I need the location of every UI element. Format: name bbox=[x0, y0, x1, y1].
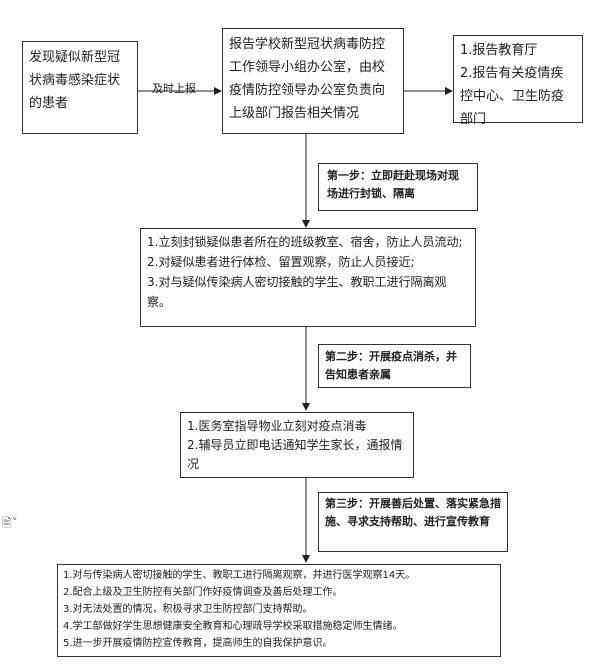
step1-action-3: 3.对与疑似传染病人密切接触的学生、教职工进行隔离观察。 bbox=[147, 275, 447, 309]
node-report-targets: 1.报告教育厅 2.报告有关疫情疾控中心、卫生防疫部门 bbox=[453, 35, 583, 127]
step3-action-3: 3.对无法处置的情况，积极寻求卫生防控部门支持帮助。 bbox=[63, 604, 313, 615]
step2-label: 第二步：开展疫点消杀，并告知患者亲属 bbox=[318, 344, 471, 388]
step1-action-1: 1.立刻封锁疑似患者所在的班级教室、宿舍，防止人员流动; bbox=[147, 235, 463, 249]
node-report-office-text: 报告学校新型冠状病毒防控工作领导小组办公室，由校疫情防控领导办公室负责向上级部门… bbox=[229, 37, 386, 121]
report-target-2: 2.报告有关疫情疾控中心、卫生防疫部门 bbox=[460, 66, 565, 127]
step2-action-2: 2.辅导员立即电话通知学生家长，通报情况 bbox=[187, 438, 403, 471]
step3-text: 第三步：开展善后处置、落实紧急措施、寻求支持帮助、进行宣传教育 bbox=[325, 497, 501, 528]
step1-label: 第一步：立即赶赴现场对现场进行封锁、隔离 bbox=[318, 163, 478, 211]
node-report-office: 报告学校新型冠状病毒防控工作领导小组办公室，由校疫情防控领导办公室负责向上级部门… bbox=[222, 28, 404, 134]
node-step3-actions: 1.对与传染病人密切接触的学生、教职工进行隔离观察，并进行医学观察14天。 2.… bbox=[57, 564, 501, 657]
step2-action-1: 1.医务室指导物业立刻对疫点消毒 bbox=[187, 419, 367, 433]
step3-action-4: 4.学工部做好学生思想健康安全教育和心理疏导学校采取措施稳定师生情绪。 bbox=[63, 621, 403, 632]
step3-label: 第三步：开展善后处置、落实紧急措施、寻求支持帮助、进行宣传教育 bbox=[318, 492, 508, 552]
step3-action-2: 2.配合上级及卫生防控有关部门作好疫情调查及善后处理工作。 bbox=[63, 587, 343, 598]
node-suspect-text: 发现疑似新型冠状病毒感染症状的患者 bbox=[29, 50, 121, 111]
step2-text: 第二步：开展疫点消杀，并告知患者亲属 bbox=[325, 350, 457, 381]
step3-action-5: 5.进一步开展疫情防控宣传教育，提高师生的自我保护意识。 bbox=[63, 638, 333, 649]
document-icon[interactable]: 🖹˅ bbox=[2, 516, 18, 530]
edge-label-report-timely: 及时上报 bbox=[152, 82, 196, 95]
node-step2-actions: 1.医务室指导物业立刻对疫点消毒 2.辅导员立即电话通知学生家长，通报情况 bbox=[180, 412, 414, 478]
step3-action-1: 1.对与传染病人密切接触的学生、教职工进行隔离观察，并进行医学观察14天。 bbox=[63, 570, 416, 581]
step1-action-2: 2.对疑似患者进行体检、留置观察，防止人员接近; bbox=[147, 255, 415, 269]
node-step1-actions: 1.立刻封锁疑似患者所在的班级教室、宿舍，防止人员流动; 2.对疑似患者进行体检… bbox=[140, 228, 476, 327]
step1-text: 第一步：立即赶赴现场对现场进行封锁、隔离 bbox=[327, 169, 459, 200]
report-target-1: 1.报告教育厅 bbox=[460, 43, 538, 58]
node-suspect-patient: 发现疑似新型冠状病毒感染症状的患者 bbox=[22, 41, 138, 134]
